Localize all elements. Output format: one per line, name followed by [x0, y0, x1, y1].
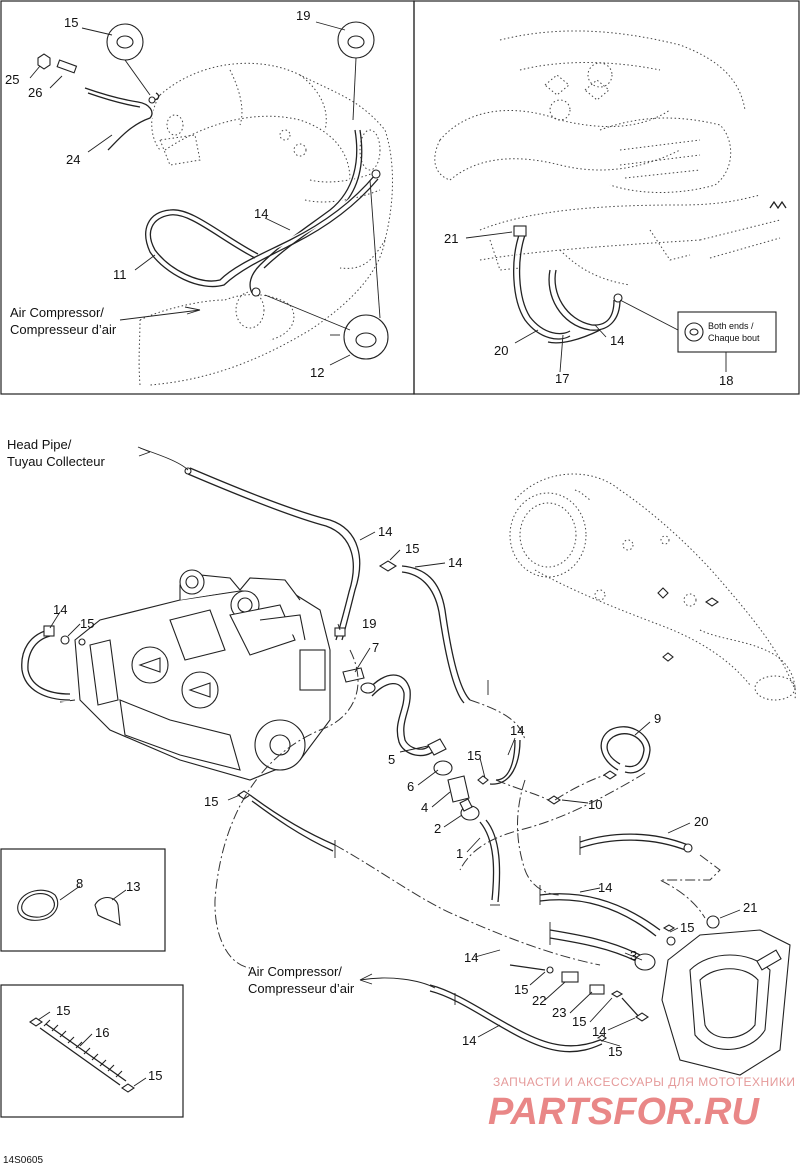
top-left-hoses [37, 53, 381, 297]
callout-22: 22 [532, 993, 546, 1008]
callout-14: 14 [598, 880, 612, 895]
callout-14: 14 [254, 206, 268, 221]
callout-15: 15 [467, 748, 481, 763]
top-right-hoses [511, 225, 777, 353]
callout-19: 19 [362, 616, 376, 631]
callout-12: 12 [310, 365, 324, 380]
callout-26: 26 [28, 85, 42, 100]
main-leaders [49, 334, 741, 1047]
main-hoses [19, 466, 791, 1076]
callout-23: 23 [552, 1005, 566, 1020]
callout-5: 5 [388, 752, 395, 767]
callout-15: 15 [80, 616, 94, 631]
main-dash-lines [214, 649, 721, 969]
callout-1: 1 [456, 846, 463, 861]
panel-inset-8-13-frame [0, 848, 166, 952]
main-engine [59, 569, 331, 781]
callout-3: 3 [630, 948, 637, 963]
callout-14: 14 [378, 524, 392, 539]
callout-6: 6 [407, 779, 414, 794]
callout-20: 20 [694, 814, 708, 829]
callout-17: 17 [555, 371, 569, 386]
callout-20: 20 [494, 343, 508, 358]
top-right-engine [434, 30, 787, 286]
callout-10: 10 [588, 797, 602, 812]
callout-16: 16 [95, 1025, 109, 1040]
both-ends-label-line2: Chaque bout [708, 333, 760, 343]
callout-15: 15 [64, 15, 78, 30]
head-pipe-label-line2: Tuyau Collecteur [7, 454, 105, 469]
callout-15: 15 [572, 1014, 586, 1029]
callout-15: 15 [608, 1044, 622, 1059]
air-compressor-label-bottom-line2: Compresseur d’air [248, 981, 355, 996]
inset-spring [29, 1011, 147, 1093]
callout-14: 14 [462, 1033, 476, 1048]
both-ends-label-line1: Both ends / [708, 321, 754, 331]
callout-14: 14 [510, 723, 524, 738]
air-compressor-label-top-line2: Compresseur d’air [10, 322, 117, 337]
callout-21: 21 [743, 900, 757, 915]
watermark-logo: PARTSFOR.RU [488, 1091, 760, 1133]
panel-inset-16-frame [0, 984, 184, 1118]
callout-14: 14 [53, 602, 67, 617]
callout-14: 14 [464, 950, 478, 965]
callout-24: 24 [66, 152, 80, 167]
main-exhaust [509, 473, 796, 701]
callout-15: 15 [56, 1003, 70, 1018]
callout-numbers: 15 19 25 26 24 14 11 12 21 20 14 17 18 1… [5, 8, 757, 1083]
callout-15: 15 [514, 982, 528, 997]
watermark-tagline: ЗАПЧАСТИ И АКСЕССУАРЫ ДЛЯ МОТОТЕХНИКИ [493, 1075, 795, 1089]
callout-15: 15 [204, 794, 218, 809]
callout-11: 11 [113, 267, 127, 282]
callout-14: 14 [592, 1024, 606, 1039]
panel-top-right-frame [413, 0, 800, 395]
inset-gasket-clip [17, 885, 127, 926]
callout-18: 18 [719, 373, 733, 388]
callout-21: 21 [444, 231, 458, 246]
text-labels: Air Compressor/ Compresseur d’air Both e… [7, 305, 760, 996]
air-compressor-label-bottom-line1: Air Compressor/ [248, 964, 342, 979]
callout-2: 2 [434, 821, 441, 836]
callout-19: 19 [296, 8, 310, 23]
callout-8: 8 [76, 876, 83, 891]
head-pipe-label-line1: Head Pipe/ [7, 437, 72, 452]
callout-9: 9 [654, 711, 661, 726]
top-left-muffler [138, 62, 393, 386]
callout-15: 15 [405, 541, 419, 556]
callout-7: 7 [372, 640, 379, 655]
callout-14: 14 [610, 333, 624, 348]
air-compressor-label-top-line1: Air Compressor/ [10, 305, 104, 320]
callout-4: 4 [421, 800, 428, 815]
top-left-clamps [106, 21, 389, 360]
callout-15: 15 [680, 920, 694, 935]
figure-code: 14S0605 [3, 1155, 43, 1166]
callout-15: 15 [148, 1068, 162, 1083]
callout-13: 13 [126, 879, 140, 894]
callout-14: 14 [448, 555, 462, 570]
watermark: ЗАПЧАСТИ И АКСЕССУАРЫ ДЛЯ МОТОТЕХНИКИ PA… [488, 1075, 795, 1133]
callout-25: 25 [5, 72, 19, 87]
